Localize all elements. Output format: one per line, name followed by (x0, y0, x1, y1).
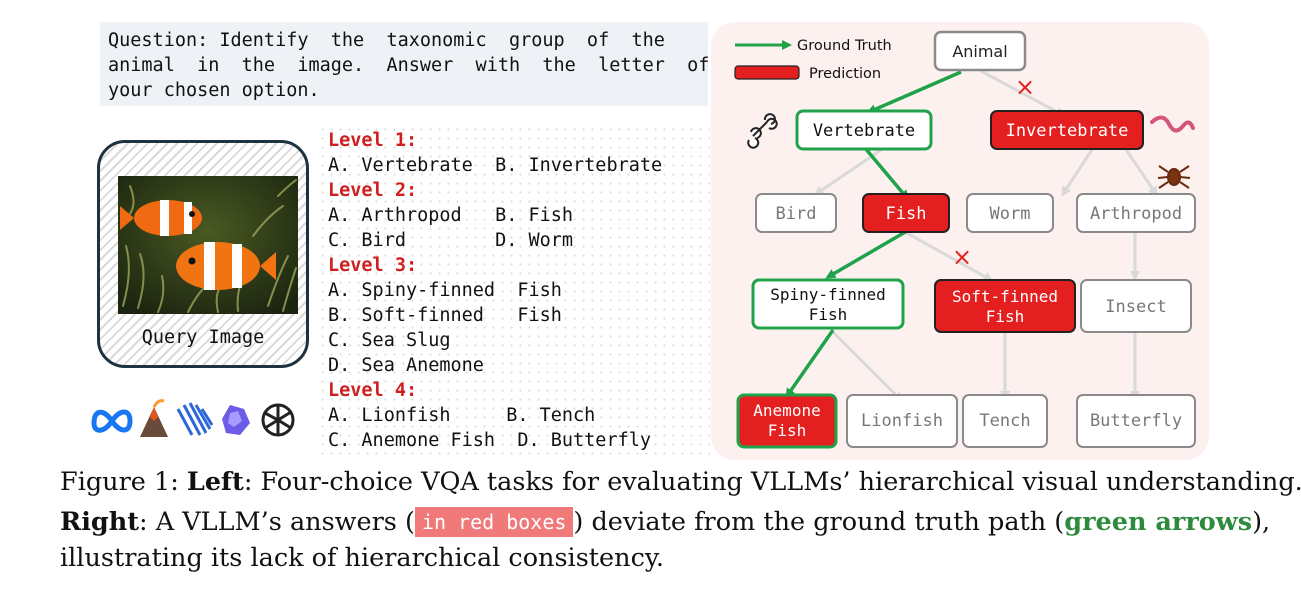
node-lionfish: Lionfish (846, 394, 958, 448)
clownfish-photo (118, 176, 298, 314)
svg-text:Butterfly: Butterfly (1090, 411, 1182, 431)
caption-green-text: green arrows (1064, 507, 1253, 537)
node-tench: Tench (962, 394, 1048, 448)
svg-text:Fish: Fish (809, 305, 848, 324)
node-anemone-fish: Anemone Fish (736, 393, 838, 449)
volcano-icon (140, 399, 168, 437)
level-heading: Level 1: (328, 130, 418, 151)
svg-text:Vertebrate: Vertebrate (813, 121, 915, 141)
option-line: C. Sea Slug (328, 330, 451, 351)
question-line: your chosen option. (108, 80, 320, 101)
stripes-icon (176, 402, 214, 436)
question-line: Question: Identify the taxonomic group o… (108, 30, 665, 51)
svg-text:Tench: Tench (979, 411, 1030, 431)
ground-truth-path (785, 70, 962, 399)
option-line: B. Soft-finned Fish (328, 305, 562, 326)
svg-text:Animal: Animal (952, 42, 1007, 61)
svg-text:Bird: Bird (776, 204, 817, 224)
caption-line-1: Figure 1: Left: Four-choice VQA tasks fo… (60, 465, 1301, 500)
svg-text:Fish: Fish (768, 421, 807, 440)
gray-edges (813, 69, 1158, 403)
svg-text:Fish: Fish (986, 307, 1025, 326)
node-fish: Fish (862, 193, 950, 233)
legend-prediction: Prediction (809, 66, 881, 82)
caption-line-2: Right: A VLLM’s answers (in red boxes) d… (60, 505, 1270, 540)
wrong-mark-icon: × (1015, 73, 1035, 101)
node-invertebrate: Invertebrate (990, 110, 1144, 150)
option-line: C. Anemone Fish D. Butterfly (328, 430, 652, 451)
svg-text:Arthropod: Arthropod (1090, 204, 1182, 224)
svg-text:Insect: Insect (1105, 297, 1166, 317)
legend: Ground Truth Prediction (734, 38, 892, 82)
svg-text:Anemone: Anemone (753, 401, 820, 420)
wrong-mark-icon: × (952, 243, 972, 271)
svg-text:Lionfish: Lionfish (861, 411, 943, 431)
node-spiny-finned-fish: Spiny-finned Fish (751, 278, 905, 330)
gem-icon (222, 405, 250, 435)
spider-icon (1157, 165, 1191, 189)
caption-figure-label: Figure 1: (60, 467, 187, 497)
node-worm: Worm (966, 193, 1054, 233)
caption-left-text: : Four-choice VQA tasks for evaluating V… (243, 467, 1301, 497)
caption-right-text: : A VLLM’s answers ( (139, 507, 415, 537)
option-line: A. Lionfish B. Tench (328, 405, 596, 426)
node-insect: Insect (1080, 279, 1192, 333)
option-line: A. Arthropod B. Fish (328, 205, 574, 226)
question-line: animal in the image. Answer with the let… (108, 55, 710, 76)
svg-text:Spiny-finned: Spiny-finned (770, 285, 886, 304)
legend-red-box (734, 65, 800, 80)
caption-right-text-3: ), (1252, 507, 1271, 537)
option-line: D. Sea Anemone (328, 355, 484, 376)
caption-line-3: illustrating its lack of hierarchical co… (60, 543, 664, 573)
option-line: A. Vertebrate B. Invertebrate (328, 155, 663, 176)
openai-icon (261, 403, 295, 437)
caption-left-label: Left (186, 467, 244, 497)
node-bird: Bird (755, 193, 837, 233)
query-image-card: Query Image (97, 140, 309, 368)
worm-icon (1150, 115, 1195, 133)
option-line: C. Bird D. Worm (328, 230, 574, 251)
caption-right-label: Right (60, 507, 140, 537)
query-image-label: Query Image (141, 327, 265, 348)
taxonomy-tree: Ground Truth Prediction × × (711, 22, 1209, 460)
node-vertebrate: Vertebrate (795, 109, 933, 151)
bone-icon (747, 113, 778, 149)
caption-right-text-2: ) deviate from the ground truth path ( (573, 507, 1065, 537)
level-heading: Level 2: (328, 180, 418, 201)
level-heading: Level 4: (328, 380, 418, 401)
node-butterfly: Butterfly (1076, 394, 1196, 448)
caption-red-box-sample: in red boxes (414, 507, 574, 537)
svg-text:Worm: Worm (990, 204, 1031, 224)
option-list: Level 1: A. Vertebrate B. Invertebrate L… (318, 125, 710, 455)
svg-text:Soft-finned: Soft-finned (952, 287, 1058, 306)
svg-text:Invertebrate: Invertebrate (1006, 121, 1129, 141)
level-heading: Level 3: (328, 255, 418, 276)
legend-ground-truth: Ground Truth (797, 38, 892, 54)
svg-text:Fish: Fish (886, 204, 927, 224)
node-animal: Animal (933, 30, 1027, 72)
option-line: A. Spiny-finned Fish (328, 280, 562, 301)
node-soft-finned-fish: Soft-finned Fish (934, 279, 1076, 333)
node-arthropod: Arthropod (1076, 193, 1196, 233)
model-logos (91, 399, 295, 437)
meta-icon (91, 409, 133, 433)
question-box: Question: Identify the taxonomic group o… (100, 22, 710, 106)
